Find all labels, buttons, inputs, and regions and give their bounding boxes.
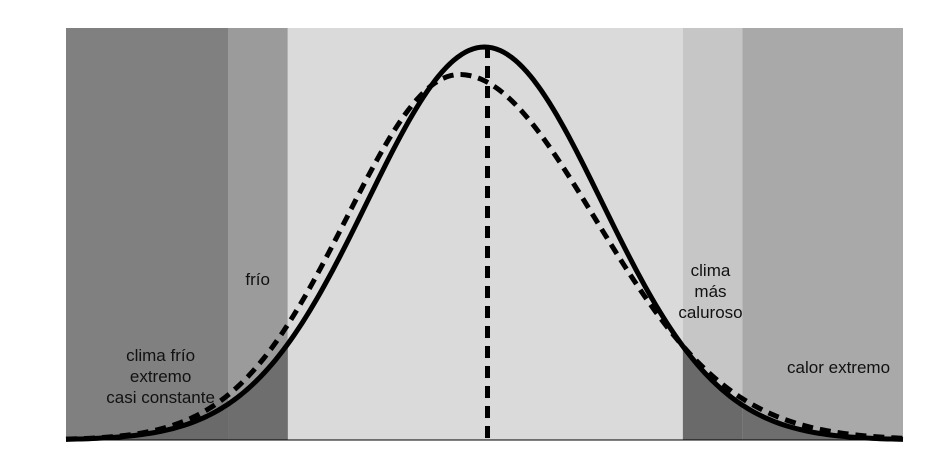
series-solid-line [65, 44, 904, 442]
zone-label-1-line-0: frío [245, 270, 270, 289]
zone-band-4 [742, 28, 903, 440]
climate-zones [66, 28, 903, 440]
tail-shade-extreme-cold [66, 403, 229, 440]
zone-label-3-line-1: más [694, 282, 726, 301]
tail-shade-warm [682, 346, 743, 440]
zone-label-0-line-2: casi constante [106, 388, 215, 407]
zone-label-4-line-0: calor extremo [787, 358, 890, 377]
zone-band-0 [66, 28, 229, 440]
series-dashed-line [65, 72, 904, 442]
tail-shade-extreme-heat [742, 405, 903, 440]
mean-marker-layer [66, 46, 903, 441]
tail-overlap-shading [66, 343, 903, 440]
zone-label-0-line-0: clima frío [126, 346, 195, 365]
zone-labels: clima frío extremo casi constante frío clima… [106, 261, 890, 407]
tail-shade-cold [228, 343, 288, 440]
zone-label-3-line-2: caluroso [678, 303, 742, 322]
zone-label-3-line-0: clima [691, 261, 731, 280]
zone-label-0-line-1: extremo [130, 367, 191, 386]
distribution-curves [65, 44, 904, 442]
